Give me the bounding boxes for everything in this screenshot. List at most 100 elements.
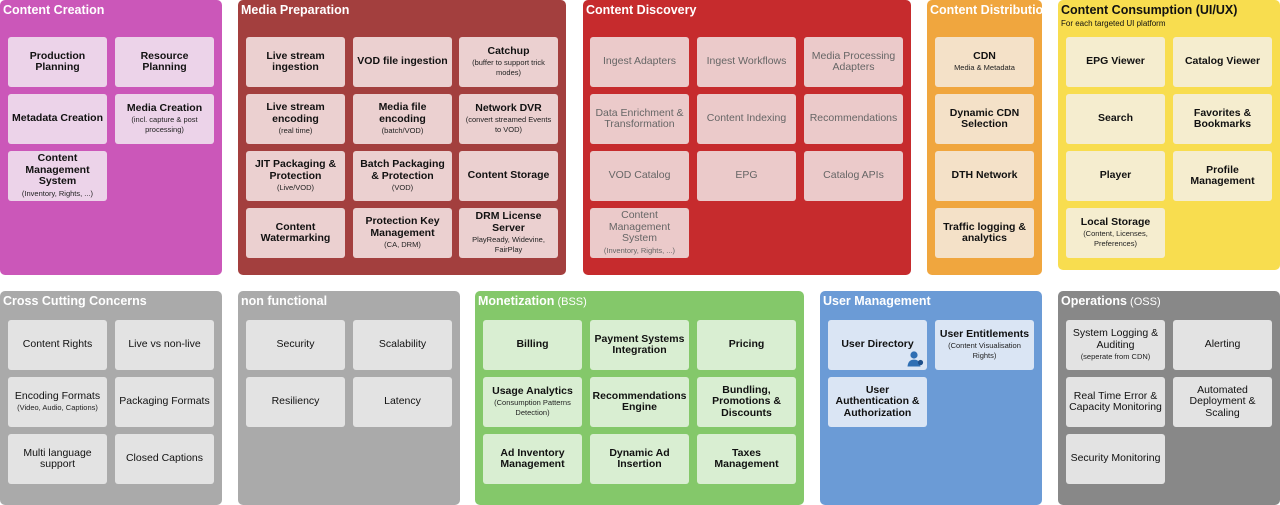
component-box: Local Storage(Content, Licenses, Prefere… (1066, 208, 1165, 258)
panel-subtitle: For each targeted UI platform (1061, 19, 1166, 28)
component-label: Multi language support (23, 446, 92, 470)
panel-title-suffix: (BSS) (554, 296, 587, 308)
component-box: Usage Analytics(Consumption Patterns Det… (483, 377, 582, 427)
component-box: User Entitlements(Content Visualisation … (935, 320, 1034, 370)
component-label: Media Creation (126, 101, 203, 114)
panel-content-consumption: Content Consumption (UI/UX) For each targ… (1058, 0, 1280, 270)
component-box: Media Processing Adapters (804, 37, 903, 87)
component-box: Media Creation(incl. capture & post proc… (115, 94, 214, 144)
component-label: Recommendations Engine (592, 389, 687, 413)
component-label: Content Rights (22, 338, 93, 351)
component-sublabel: (batch/VOD) (381, 126, 424, 135)
component-label: Media Processing Adapters (811, 49, 896, 73)
component-box: Ad Inventory Management (483, 434, 582, 484)
component-box: Favorites & Bookmarks (1173, 94, 1272, 144)
user-icon (907, 351, 924, 367)
component-box: Scalability (353, 320, 452, 370)
component-label: Content Storage (467, 169, 550, 182)
component-box: Live stream ingestion (246, 37, 345, 87)
component-box: Taxes Management (697, 434, 796, 484)
component-label: Live vs non-live (128, 338, 201, 351)
component-sublabel: (seperate from CDN) (1080, 352, 1151, 361)
component-box: Recommendations (804, 94, 903, 144)
component-label: Media file encoding (378, 101, 427, 125)
component-box: Ingest Workflows (697, 37, 796, 87)
panel-title: Cross Cutting Concerns (3, 294, 147, 308)
component-box: Batch Packaging & Protection(VOD) (353, 151, 452, 201)
panel-title-text: Content Creation (3, 3, 105, 17)
component-box: EPG Viewer (1066, 37, 1165, 87)
panel-title-text: Monetization (478, 294, 555, 308)
component-box: Traffic logging & analytics (935, 208, 1034, 258)
component-label: JIT Packaging & Protection (254, 158, 337, 182)
component-box: Protection Key Management(CA, DRM) (353, 208, 452, 258)
component-label: Alerting (1204, 338, 1241, 351)
component-label: Production Planning (29, 49, 86, 73)
component-box: JIT Packaging & Protection(Live/VOD) (246, 151, 345, 201)
component-label: VOD Catalog (608, 169, 671, 182)
component-box: User Authentication & Authorization (828, 377, 927, 427)
component-label: DRM License Server (475, 210, 542, 234)
component-label: Content Watermarking (260, 220, 331, 244)
panel-title: Monetization (BSS) (478, 294, 587, 308)
component-box: Resource Planning (115, 37, 214, 87)
panel-title: Content Distribution (930, 3, 1051, 17)
component-sublabel: (convert streamed Events to VOD) (465, 115, 552, 135)
component-sublabel: (buffer to support trick modes) (472, 58, 545, 78)
panel-title: Media Preparation (241, 3, 349, 17)
panel-title-text: Content Discovery (586, 3, 697, 17)
component-box: Real Time Error & Capacity Monitoring (1066, 377, 1165, 427)
component-label: Packaging Formats (119, 395, 210, 408)
component-label: Real Time Error & Capacity Monitoring (1069, 389, 1162, 413)
component-label: Encoding Formats (14, 389, 101, 402)
component-sublabel: (Video, Audio, Captions) (17, 403, 98, 413)
panel-title-text: Media Preparation (241, 3, 350, 17)
component-box: Player (1066, 151, 1165, 201)
component-label: Metadata Creation (11, 112, 104, 125)
component-box: System Logging & Auditing(seperate from … (1066, 320, 1165, 370)
component-label: Live stream ingestion (266, 49, 325, 73)
component-box: Multi language support (8, 434, 107, 484)
component-box: DTH Network (935, 151, 1034, 201)
component-sublabel: (Inventory, Rights, ...) (603, 245, 676, 255)
component-label: Security (276, 338, 315, 351)
component-sublabel: (VOD) (391, 183, 414, 192)
component-label: Bundling, Promotions & Discounts (712, 383, 781, 419)
component-label: VOD file ingestion (357, 55, 448, 68)
component-box: Packaging Formats (115, 377, 214, 427)
panel-title: Content Consumption (UI/UX) (1061, 3, 1237, 17)
component-label: Profile Management (1190, 163, 1255, 187)
component-label: Ingest Workflows (706, 55, 787, 68)
component-box: VOD file ingestion (353, 37, 452, 87)
component-label: User Authentication & Authorization (835, 383, 920, 419)
component-box: Latency (353, 377, 452, 427)
panel-title: Content Discovery (586, 3, 696, 17)
component-label: EPG (735, 169, 758, 182)
component-box: VOD Catalog (590, 151, 689, 201)
component-label: Traffic logging & analytics (943, 220, 1026, 244)
component-box: Encoding Formats(Video, Audio, Captions) (8, 377, 107, 427)
component-box: Network DVR(convert streamed Events to V… (459, 94, 558, 144)
panel-title-text: Content Distribution (930, 3, 1051, 17)
component-box: EPG (697, 151, 796, 201)
panel-title: non functional (241, 294, 327, 308)
component-box: Media file encoding(batch/VOD) (353, 94, 452, 144)
component-box: Content Management System(Inventory, Rig… (8, 151, 107, 201)
component-sublabel: (Consumption Patterns Detection) (494, 398, 571, 418)
component-box: Alerting (1173, 320, 1272, 370)
panel-title-text: Content Consumption (UI/UX) (1061, 3, 1238, 17)
component-sublabel: (real time) (278, 126, 313, 135)
component-box: Ingest Adapters (590, 37, 689, 87)
component-label: User Directory (841, 338, 914, 351)
component-box: Live vs non-live (115, 320, 214, 370)
component-label: Ingest Adapters (603, 55, 676, 68)
component-box: Recommendations Engine (590, 377, 689, 427)
component-box: Live stream encoding(real time) (246, 94, 345, 144)
